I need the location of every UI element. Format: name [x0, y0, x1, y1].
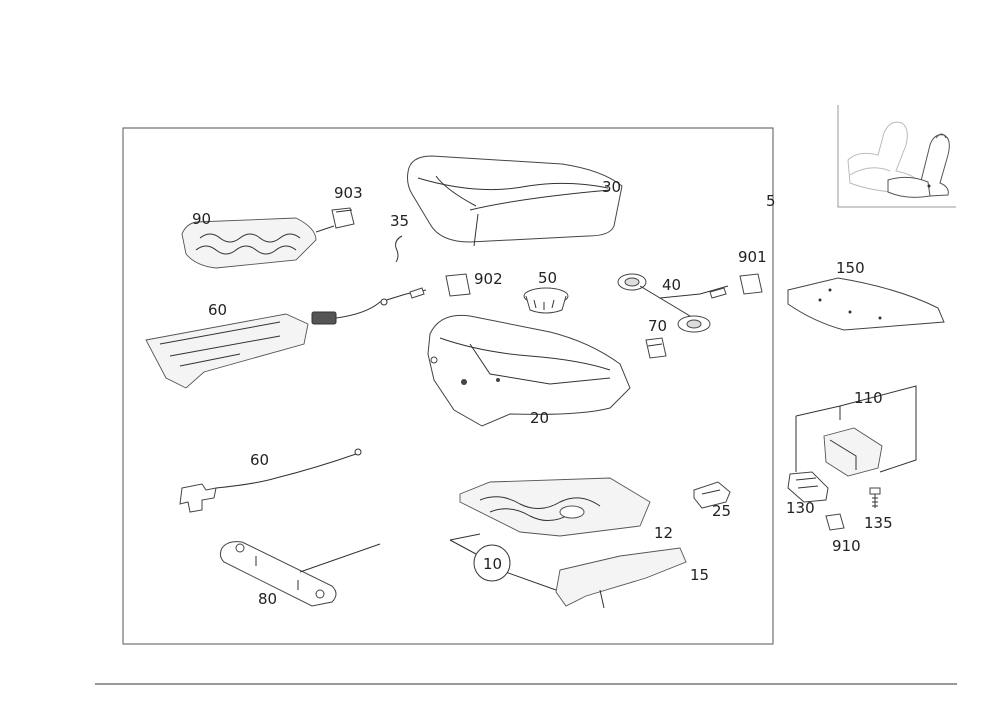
label-80: 80	[258, 590, 277, 608]
part-901-connector	[739, 273, 763, 295]
label-90: 90	[192, 210, 211, 228]
part-35-clip	[395, 235, 403, 263]
part-60-occupant-sensor-mat	[145, 287, 427, 389]
part-910-connector	[825, 513, 845, 531]
part-135-screw	[869, 487, 881, 508]
part-110-bracket-assembly	[795, 385, 917, 477]
label-902: 902	[474, 270, 503, 288]
label-10: 10	[483, 555, 502, 573]
label-30: 30	[602, 178, 621, 196]
part-15-cross-member	[555, 547, 687, 609]
part-130-control-module	[787, 471, 829, 503]
part-10-group-callout	[449, 533, 557, 591]
part-80-mounting-plate	[219, 541, 381, 607]
part-12-seat-pan	[459, 477, 651, 537]
part-902-connector	[445, 273, 471, 297]
label-5: 5	[766, 192, 776, 210]
label-20: 20	[530, 409, 549, 427]
label-40: 40	[662, 276, 681, 294]
part-90-heater-mat	[181, 217, 335, 269]
main-assembly-frame	[122, 127, 774, 645]
label-910: 910	[832, 537, 861, 555]
label-110: 110	[854, 389, 883, 407]
part-30-cushion-cover	[407, 155, 623, 247]
label-901: 901	[738, 248, 767, 266]
part-25-bracket	[693, 481, 731, 509]
label-50: 50	[538, 269, 557, 287]
part-50-grommet	[523, 287, 569, 314]
label-150: 150	[836, 259, 865, 277]
label-903: 903	[334, 184, 363, 202]
part-70-clip	[645, 337, 667, 359]
seat-location-thumbnail-icon	[837, 105, 956, 208]
part-40-wiring-harness	[617, 273, 729, 333]
label-70: 70	[648, 317, 667, 335]
part-150-cover-plate	[787, 277, 945, 331]
label-130: 130	[786, 499, 815, 517]
label-135: 135	[864, 514, 893, 532]
label-35: 35	[390, 212, 409, 230]
part-903-connector	[331, 207, 355, 229]
part-60-seat-sensor	[179, 448, 362, 513]
label-25: 25	[712, 502, 731, 520]
label-12: 12	[654, 524, 673, 542]
part-20-cushion-frame	[427, 314, 631, 427]
label-60-lower: 60	[250, 451, 269, 469]
label-60-upper: 60	[208, 301, 227, 319]
label-15: 15	[690, 566, 709, 584]
